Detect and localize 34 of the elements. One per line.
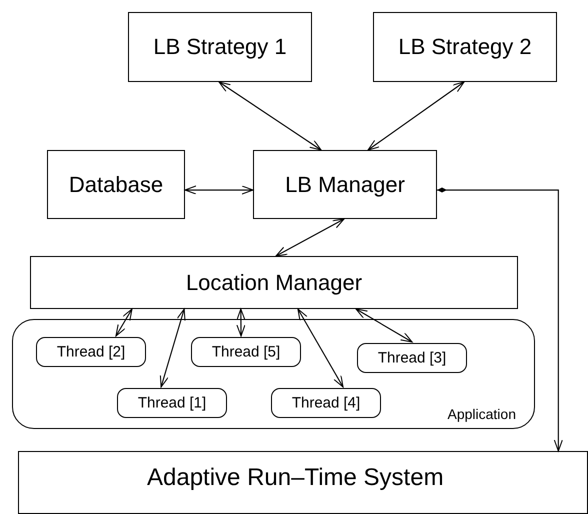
arrow (236, 308, 246, 336)
arrow (355, 308, 413, 342)
process-box (30, 256, 518, 309)
thread-box (117, 388, 227, 418)
process-box (253, 150, 437, 219)
node-label: Adaptive Run–Time System (147, 464, 444, 492)
node-label: Thread [2] (56, 344, 126, 360)
arrow (437, 188, 563, 452)
node-label: Thread [4] (290, 394, 362, 412)
process-box (128, 12, 312, 82)
arrow (297, 308, 344, 388)
arrow (184, 186, 254, 195)
process-box (47, 150, 185, 219)
group-container (12, 319, 535, 429)
arrow (275, 218, 345, 256)
arrow (160, 308, 186, 388)
process-box (373, 12, 557, 82)
arrow (368, 82, 465, 150)
system-box (18, 451, 588, 514)
node-label: LB Manager (284, 172, 406, 198)
thread-box (271, 388, 381, 418)
node-label: LB Strategy 2 (397, 34, 533, 60)
arrow (218, 82, 322, 150)
node-label: Database (68, 172, 164, 198)
arrow (115, 308, 132, 336)
node-label: LB Strategy 1 (152, 34, 288, 60)
group-label: Application (448, 406, 516, 422)
node-label: Thread [5] (210, 344, 282, 360)
thread-box (191, 337, 301, 367)
thread-box (357, 343, 467, 373)
thread-box (36, 337, 146, 367)
node-label: Thread [1] (136, 394, 208, 412)
node-label: Thread [3] (376, 350, 448, 366)
node-label: Location Manager (184, 270, 364, 296)
